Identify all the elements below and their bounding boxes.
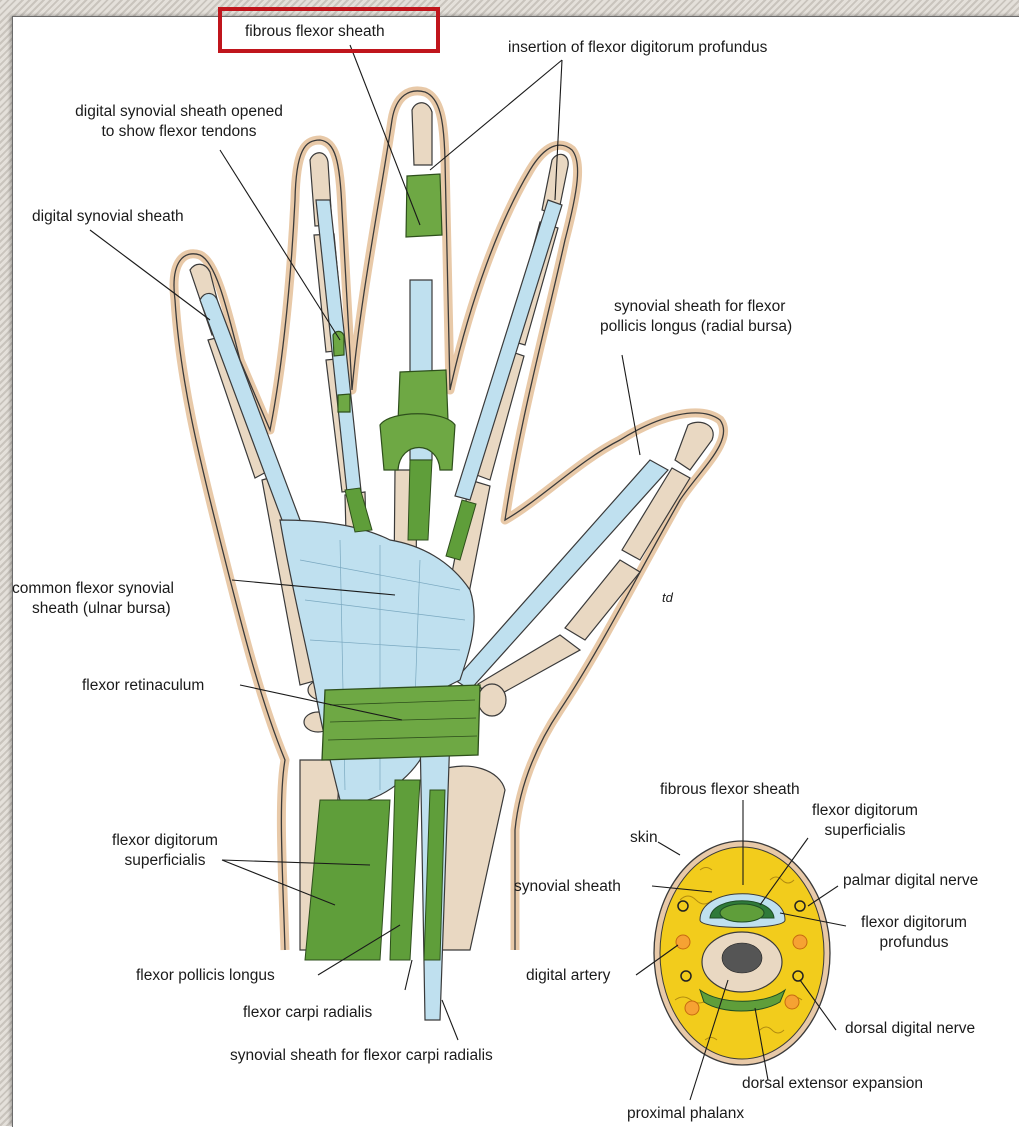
section-label-dorsal-extensor-expansion: dorsal extensor expansion xyxy=(742,1074,923,1093)
section-label-digital-artery: digital artery xyxy=(526,966,610,985)
label-common-flexor-line1: common flexor synovial xyxy=(12,579,174,598)
label-flexor-pollicis-longus: flexor pollicis longus xyxy=(136,966,275,985)
section-label-dorsal-digital-nerve: dorsal digital nerve xyxy=(845,1019,975,1038)
label-common-flexor-line2: sheath (ulnar bursa) xyxy=(32,599,171,618)
finger-cross-section xyxy=(654,841,830,1065)
section-label-synovial-sheath: synovial sheath xyxy=(514,877,621,896)
label-digital-synovial-sheath: digital synovial sheath xyxy=(32,207,184,226)
section-label-fds-line1: flexor digitorum xyxy=(790,801,940,820)
section-label-skin: skin xyxy=(630,828,658,847)
label-fds-line1: flexor digitorum xyxy=(90,831,240,850)
artist-signature: td xyxy=(662,588,673,607)
label-digital-synovial-opened-line2: to show flexor tendons xyxy=(38,122,320,141)
label-flexor-retinaculum: flexor retinaculum xyxy=(82,676,204,695)
section-label-fds-line2: superficialis xyxy=(790,821,940,840)
label-synovial-fpl-line1: synovial sheath for flexor xyxy=(614,297,785,316)
label-synovial-fpl-line2: pollicis longus (radial bursa) xyxy=(600,317,792,336)
label-flexor-carpi-radialis: flexor carpi radialis xyxy=(243,1003,372,1022)
label-fibrous-flexor-sheath: fibrous flexor sheath xyxy=(245,22,385,41)
label-fds-line2: superficialis xyxy=(90,851,240,870)
flexor-retinaculum-band xyxy=(322,685,480,760)
section-label-fibrous-flexor-sheath: fibrous flexor sheath xyxy=(660,780,800,799)
section-label-fdp-line1: flexor digitorum xyxy=(840,913,988,932)
label-insertion-fdp: insertion of flexor digitorum profundus xyxy=(508,38,767,57)
label-digital-synovial-opened-line1: digital synovial sheath opened xyxy=(38,102,320,121)
label-synovial-sheath-fcr: synovial sheath for flexor carpi radiali… xyxy=(230,1046,493,1065)
section-label-fdp-line2: profundus xyxy=(840,933,988,952)
section-label-proximal-phalanx: proximal phalanx xyxy=(627,1104,744,1123)
section-label-palmar-digital-nerve: palmar digital nerve xyxy=(843,871,978,890)
